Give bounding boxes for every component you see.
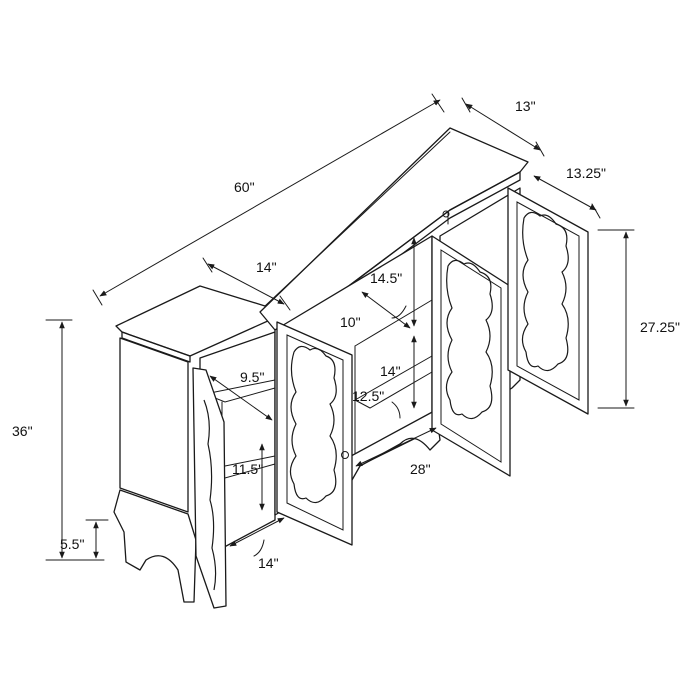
door-right — [507, 187, 589, 415]
door-knob-center — [341, 451, 349, 459]
label-center-width: 28" — [410, 461, 431, 477]
dim-line-center-width — [355, 427, 437, 467]
dim-line-overall-depth — [465, 103, 541, 151]
dimension-lines — [45, 93, 635, 561]
label-center-shelf-lower: 14" — [380, 363, 401, 379]
label-overall-depth: 13" — [515, 98, 536, 114]
dim-line-side-width — [229, 517, 285, 547]
dim-line-wing-width — [207, 263, 285, 305]
doors — [192, 187, 589, 609]
label-center-shelf-depth: 10" — [340, 314, 361, 330]
dim-line-side-depth — [533, 175, 597, 211]
label-door-panel-height: 27.25" — [640, 319, 681, 335]
left-end-panel — [119, 337, 189, 513]
door-second-motif — [289, 345, 337, 504]
label-wing-width: 14" — [256, 259, 277, 275]
dim-line-side-upper — [209, 375, 273, 421]
left-base — [113, 489, 197, 603]
door-third-motif — [445, 259, 493, 420]
door-second — [276, 321, 353, 546]
label-overall-height: 36" — [12, 423, 33, 439]
label-overall-width: 60" — [234, 179, 255, 195]
door-right-motif — [521, 211, 569, 372]
label-side-lower: 11.5" — [232, 461, 264, 477]
label-side-width: 14" — [258, 555, 279, 571]
label-side-upper: 9.5" — [240, 369, 265, 385]
label-center-bottom: 12.5" — [352, 388, 385, 404]
dim-leader-center-bottom — [391, 401, 401, 419]
label-side-depth: 13.25" — [566, 165, 607, 181]
door-left-motif — [203, 399, 217, 591]
door-knob-top — [442, 210, 450, 218]
door-left-edge — [192, 367, 227, 609]
label-center-shelf-top: 14.5" — [370, 270, 403, 286]
dim-line-overall-width — [99, 99, 441, 297]
label-base-height: 5.5" — [60, 536, 85, 552]
dim-line-shelf-depth — [361, 291, 411, 329]
